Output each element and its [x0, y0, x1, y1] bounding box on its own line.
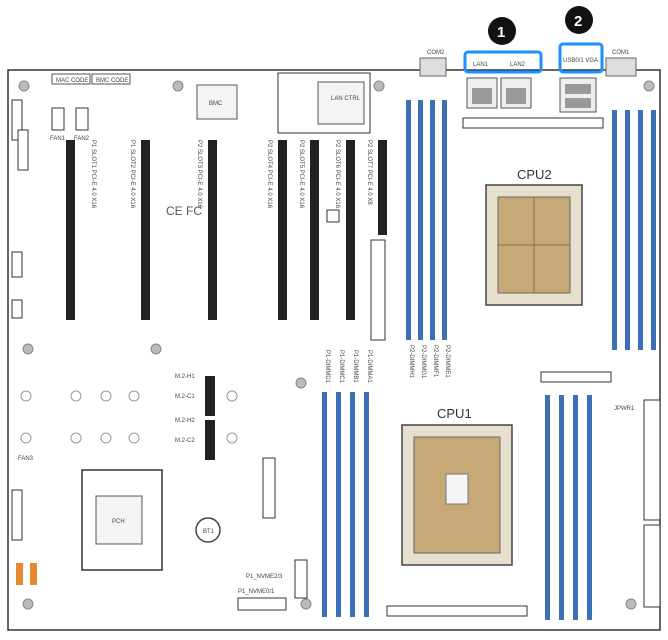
pcie-slots — [66, 140, 387, 320]
svg-text:BMC: BMC — [209, 101, 223, 107]
fan1-label: FAN1 — [50, 136, 66, 142]
sata-connectors — [16, 563, 37, 585]
pch-chip: PCH — [81, 469, 163, 571]
svg-text:P1-DIMMA1: P1-DIMMA1 — [366, 350, 372, 383]
nvme1-label: P1_NVME2/3 — [246, 574, 283, 580]
callout-2-badge: 2 — [565, 6, 593, 34]
svg-text:P2-DIMMG1: P2-DIMMG1 — [420, 345, 426, 379]
cpu1-socket: CPU1 — [401, 406, 513, 566]
cpu1-label: CPU1 — [437, 406, 472, 421]
lan2-label: LAN2 — [510, 62, 526, 68]
svg-text:P1-DIMMC1: P1-DIMMC1 — [338, 350, 344, 384]
cpu2-dimm-labels: P2-DIMMH1 P2-DIMMG1 P2-DIMMF1 P2-DIMME1 — [408, 345, 450, 379]
nvme0-label: P1_NVME0/1 — [238, 589, 275, 595]
cpu2-dimm-slots-left — [406, 100, 447, 340]
lan-controller: LAN CTRL — [277, 72, 371, 134]
cpu1-dimm-labels: P1-DIMMD1 P1-DIMMC1 P1-DIMMB1 P1-DIMMA1 — [324, 350, 372, 384]
cpu2-label: CPU2 — [517, 167, 552, 182]
svg-text:P1-DIMMB1: P1-DIMMB1 — [352, 350, 358, 383]
mounting-holes — [18, 80, 655, 610]
bottom-slot — [386, 605, 528, 617]
fan2-label: FAN2 — [74, 136, 90, 142]
left-headers — [11, 99, 29, 541]
cpu1-dimm-slots-right — [545, 395, 592, 620]
svg-text:M.2-C2: M.2-C2 — [175, 438, 195, 444]
svg-text:LAN CTRL: LAN CTRL — [331, 96, 361, 102]
mac-code-sticker: MAC CODE — [51, 73, 91, 85]
svg-text:P2 SLOT6 PCI-E 4.0 X16: P2 SLOT6 PCI-E 4.0 X16 — [334, 140, 340, 209]
pcie-slot-5 — [310, 140, 319, 320]
small-header — [326, 209, 340, 223]
svg-text:P2-DIMMF1: P2-DIMMF1 — [432, 345, 438, 378]
svg-text:P2 SLOT5 PCI-E 4.0 X16: P2 SLOT5 PCI-E 4.0 X16 — [298, 140, 304, 209]
callout-1-highlight — [463, 50, 543, 74]
svg-text:P2 SLOT4 PCI-E 4.0 X16: P2 SLOT4 PCI-E 4.0 X16 — [266, 140, 272, 209]
svg-text:P1 SLOT2 PCI-E 4.0 X16: P1 SLOT2 PCI-E 4.0 X16 — [129, 140, 135, 209]
pcie-slot-labels: P1 SLOT1 PCI-E 4.0 X16 P1 SLOT2 PCI-E 4.… — [90, 140, 372, 209]
bmc-code-sticker: BMC CODE — [91, 73, 131, 85]
svg-text:M.2-C1: M.2-C1 — [175, 394, 195, 400]
com1-label: COM1 — [612, 50, 630, 56]
pcie-slot-4 — [278, 140, 287, 320]
svg-text:P2-DIMMH1: P2-DIMMH1 — [408, 345, 414, 379]
cpu1-dimm-slots-left — [322, 392, 369, 617]
svg-text:P2-DIMME1: P2-DIMME1 — [444, 345, 450, 378]
ce-fcc-mark: CE FC — [166, 204, 202, 218]
svg-text:P2 SLOT7 PCI-E 4.0 X8: P2 SLOT7 PCI-E 4.0 X8 — [366, 140, 372, 205]
svg-text:M.2-H1: M.2-H1 — [175, 374, 195, 380]
standoff-circles — [20, 390, 238, 444]
svg-text:2: 2 — [574, 13, 582, 30]
svg-text:P1-DIMMD1: P1-DIMMD1 — [324, 350, 330, 384]
svg-text:PCH: PCH — [112, 519, 125, 525]
com2-connector: COM2 — [419, 50, 447, 77]
mid-right-slot — [540, 371, 612, 383]
svg-text:BT1: BT1 — [203, 529, 215, 535]
svg-text:M.2-H2: M.2-H2 — [175, 418, 195, 424]
pcie-slot-6 — [346, 140, 355, 320]
svg-text:P1 SLOT1 PCI-E 4.0 X16: P1 SLOT1 PCI-E 4.0 X16 — [90, 140, 96, 209]
svg-text:MAC CODE: MAC CODE — [56, 78, 88, 84]
usb-vga-label: USB0/1 VGA — [563, 58, 598, 64]
fan-headers-top — [51, 107, 89, 131]
fan3-label: FAN3 — [18, 456, 34, 462]
svg-text:1: 1 — [497, 24, 505, 41]
pcie-slot-3 — [208, 140, 217, 320]
pcie-slot-1 — [66, 140, 75, 320]
nvme-connectors: P1_NVME0/1 P1_NVME2/3 — [237, 457, 308, 611]
svg-text:P2 SLOT3 PCI-E 4.0 X16: P2 SLOT3 PCI-E 4.0 X16 — [196, 140, 202, 209]
power-connectors — [643, 399, 661, 608]
jpwr1-label: JPWR1 — [614, 406, 635, 412]
slot7-riser — [370, 239, 386, 341]
pcie-slot-7 — [378, 140, 387, 235]
top-right-slot — [462, 117, 604, 129]
bmc-chip: BMC — [196, 84, 238, 120]
usb-vga-ports — [559, 77, 597, 113]
cpu2-dimm-slots-right — [612, 110, 656, 350]
m2-slots: M.2-H1 M.2-C1 M.2-H2 M.2-C2 — [175, 374, 215, 460]
callout-1-badge: 1 — [488, 17, 516, 45]
cpu2-socket: CPU2 — [485, 167, 583, 306]
com2-label: COM2 — [427, 50, 445, 56]
battery-bt1: BT1 — [195, 517, 221, 543]
lan-ports — [466, 77, 532, 109]
svg-text:BMC CODE: BMC CODE — [96, 78, 128, 84]
com1-connector: COM1 — [605, 50, 637, 77]
callout-2-highlight — [558, 42, 604, 74]
pcie-slot-2 — [141, 140, 150, 320]
lan1-label: LAN1 — [473, 62, 489, 68]
